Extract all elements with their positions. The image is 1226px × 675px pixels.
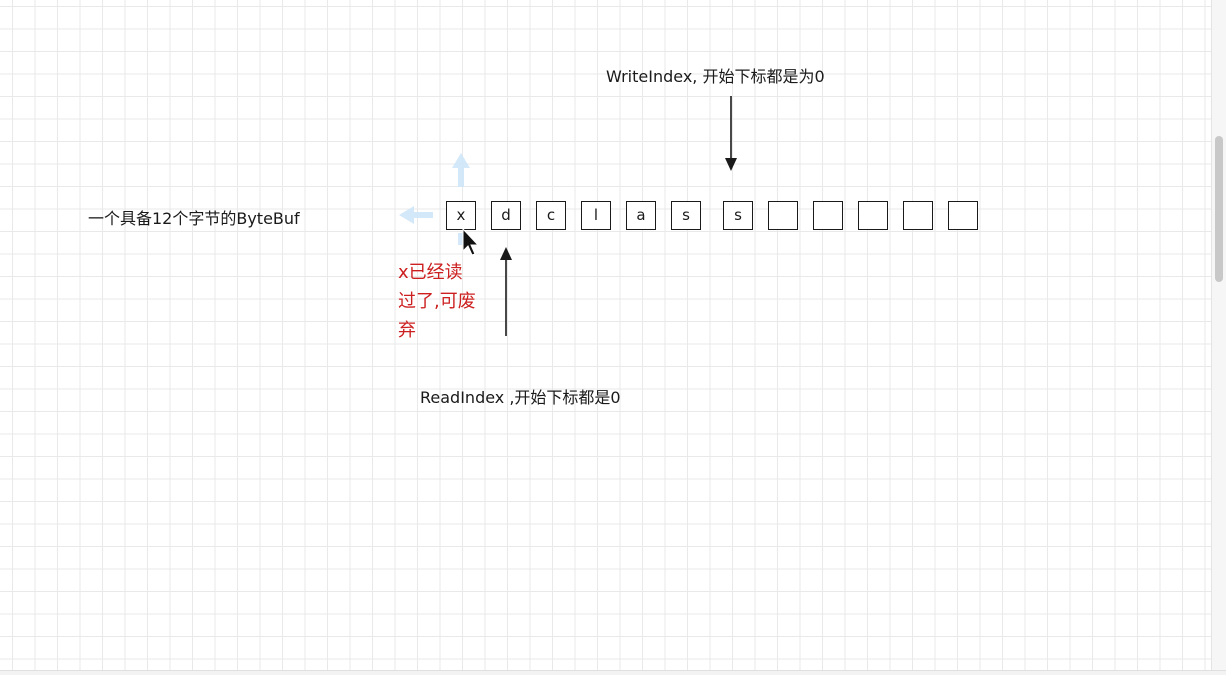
bytebuf-title[interactable]: 一个具备12个字节的ByteBuf	[88, 209, 300, 228]
connection-hint-up-icon[interactable]	[452, 153, 470, 187]
read-index-label[interactable]: ReadIndex ,开始下标都是0	[420, 388, 621, 407]
discard-note[interactable]: x已经读过了,可废弃	[398, 262, 476, 341]
byte-cell[interactable]	[948, 201, 978, 230]
byte-cell[interactable]	[768, 201, 798, 230]
byte-cell[interactable]: a	[626, 201, 656, 230]
byte-cell[interactable]: s	[723, 201, 753, 230]
byte-cell[interactable]: d	[491, 201, 521, 230]
byte-cell[interactable]	[813, 201, 843, 230]
byte-cell[interactable]: x	[446, 201, 476, 230]
read-index-arrow[interactable]	[500, 247, 512, 336]
write-index-label[interactable]: WriteIndex, 开始下标都是为0	[606, 67, 825, 86]
connection-hint-left-icon[interactable]	[399, 206, 433, 224]
byte-cell[interactable]	[903, 201, 933, 230]
byte-cell[interactable]: c	[536, 201, 566, 230]
write-index-arrow[interactable]	[725, 96, 737, 171]
bottom-edge	[0, 670, 1226, 675]
byte-cell[interactable]: l	[581, 201, 611, 230]
byte-cell[interactable]: s	[671, 201, 701, 230]
scrollbar-thumb[interactable]	[1215, 136, 1223, 282]
byte-cell[interactable]	[858, 201, 888, 230]
connection-hint-down-icon[interactable]	[458, 233, 464, 245]
mouse-cursor-icon	[462, 227, 480, 256]
vertical-scrollbar[interactable]	[1211, 0, 1226, 675]
